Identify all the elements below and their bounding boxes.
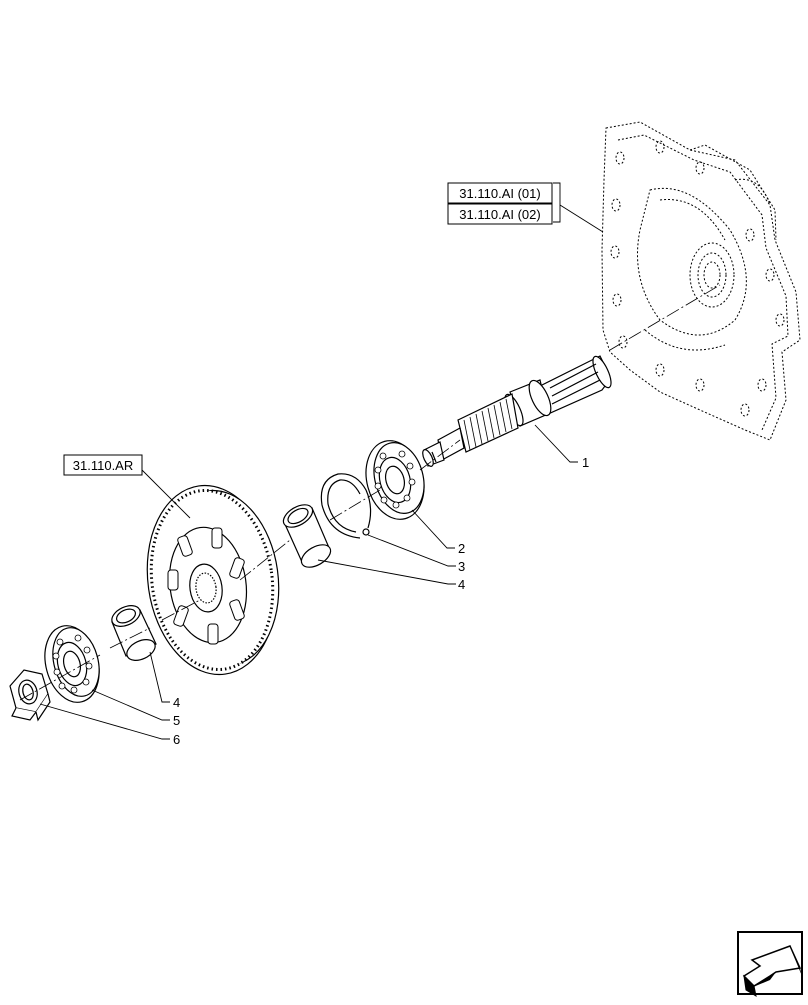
callout-5: 5 bbox=[173, 713, 180, 728]
housing-phantom bbox=[601, 121, 801, 441]
callout-2: 2 bbox=[458, 541, 465, 556]
housing-ref-box-2[interactable]: 31.110.AI (02) bbox=[447, 203, 553, 225]
callout-4-upper: 4 bbox=[458, 577, 465, 592]
ball-bearing-upper bbox=[365, 440, 425, 520]
snap-ring bbox=[320, 473, 372, 539]
gear-ref-box[interactable]: 31.110.AR bbox=[63, 454, 143, 476]
next-page-arrow-icon[interactable] bbox=[737, 931, 803, 998]
output-shaft bbox=[422, 355, 612, 467]
hex-nut bbox=[9, 669, 51, 722]
ball-bearing-lower bbox=[44, 625, 100, 703]
callout-3: 3 bbox=[458, 559, 465, 574]
callout-6: 6 bbox=[173, 732, 180, 747]
callout-4-lower: 4 bbox=[173, 695, 180, 710]
spacer-sleeve-lower bbox=[111, 605, 157, 661]
housing-ref-label-1[interactable]: 31.110.AI (01) bbox=[459, 186, 540, 201]
drive-gear bbox=[146, 484, 280, 676]
assembly-axis bbox=[19, 284, 721, 701]
housing-ref-box-1[interactable]: 31.110.AI (01) bbox=[447, 182, 553, 204]
leader-lines bbox=[39, 182, 604, 740]
spacer-sleeve-upper bbox=[282, 504, 332, 568]
gear-ref-label[interactable]: 31.110.AR bbox=[73, 458, 133, 473]
callout-1: 1 bbox=[582, 455, 589, 470]
housing-ref-label-2[interactable]: 31.110.AI (02) bbox=[459, 207, 540, 222]
